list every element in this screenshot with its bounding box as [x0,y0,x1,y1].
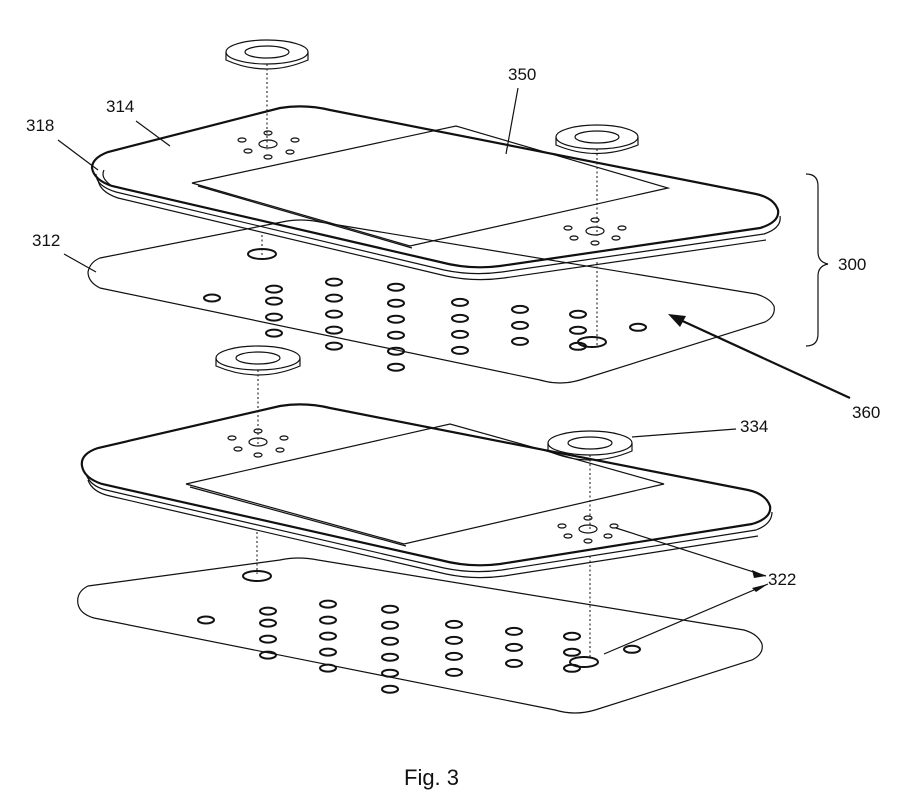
label-318: 318 [26,116,54,135]
label-334: 334 [740,417,768,436]
perforation-hole [382,686,398,693]
perforation-hole [578,337,606,347]
perforation-hole [260,636,276,643]
perforation-hole [266,286,282,293]
perforation-hole [446,653,462,660]
perforation-hole [506,644,522,651]
upper-assembly [88,40,780,383]
perforation-hole [512,306,528,313]
perforation-hole [388,332,404,339]
perforation-hole [624,646,640,653]
perforation-hole [564,649,580,656]
lower-plate-holes [198,571,640,693]
perforation-hole [446,637,462,644]
perforation-hole [260,620,276,627]
arrow-360 [676,318,850,398]
perforation-hole [382,670,398,677]
perforation-hole [198,617,214,624]
perforation-hole [382,638,398,645]
bracket-300 [806,174,828,346]
perforation-hole [452,347,468,354]
figure-caption: Fig. 3 [404,765,459,790]
perforation-hole [388,284,404,291]
perforation-hole [266,330,282,337]
perforation-hole [320,633,336,640]
perforation-hole [570,311,586,318]
perforation-hole [382,622,398,629]
label-312: 312 [32,231,60,250]
lower-top-plate [82,404,772,577]
perforation-hole [452,299,468,306]
upper-perforated-plate [88,220,774,383]
perforation-hole [446,621,462,628]
perforation-hole [388,364,404,371]
perforation-hole [452,331,468,338]
label-300: 300 [838,255,866,274]
perforation-hole [388,316,404,323]
perforation-hole [326,279,342,286]
perforation-hole [564,633,580,640]
perforation-hole [446,669,462,676]
perforation-hole [204,295,220,302]
lower-perforated-plate [78,558,763,713]
perforation-hole [326,343,342,350]
label-350: 350 [508,65,536,84]
upper-top-plate [92,106,780,279]
arrow-360-head [668,314,686,327]
perforation-hole [506,628,522,635]
perforation-hole [326,327,342,334]
label-360: 360 [852,403,880,422]
perforation-hole [506,660,522,667]
perforation-hole [452,315,468,322]
perforation-hole [320,649,336,656]
lower-assembly [78,370,772,713]
perforation-hole [382,606,398,613]
reference-labels: 318 314 350 312 300 360 334 322 [26,65,880,654]
label-314: 314 [106,97,134,116]
perforation-hole [320,601,336,608]
perforation-hole [570,657,598,667]
perforation-hole [326,295,342,302]
perforation-hole [382,654,398,661]
perforation-hole [512,338,528,345]
perforation-hole [630,324,646,331]
label-322: 322 [768,570,796,589]
perforation-hole [260,608,276,615]
perforation-hole [570,327,586,334]
perforation-hole [512,322,528,329]
perforation-hole [326,311,342,318]
perforation-hole [320,665,336,672]
perforation-hole [266,314,282,321]
perforation-hole [320,617,336,624]
perforation-hole [388,300,404,307]
perforation-hole [266,298,282,305]
